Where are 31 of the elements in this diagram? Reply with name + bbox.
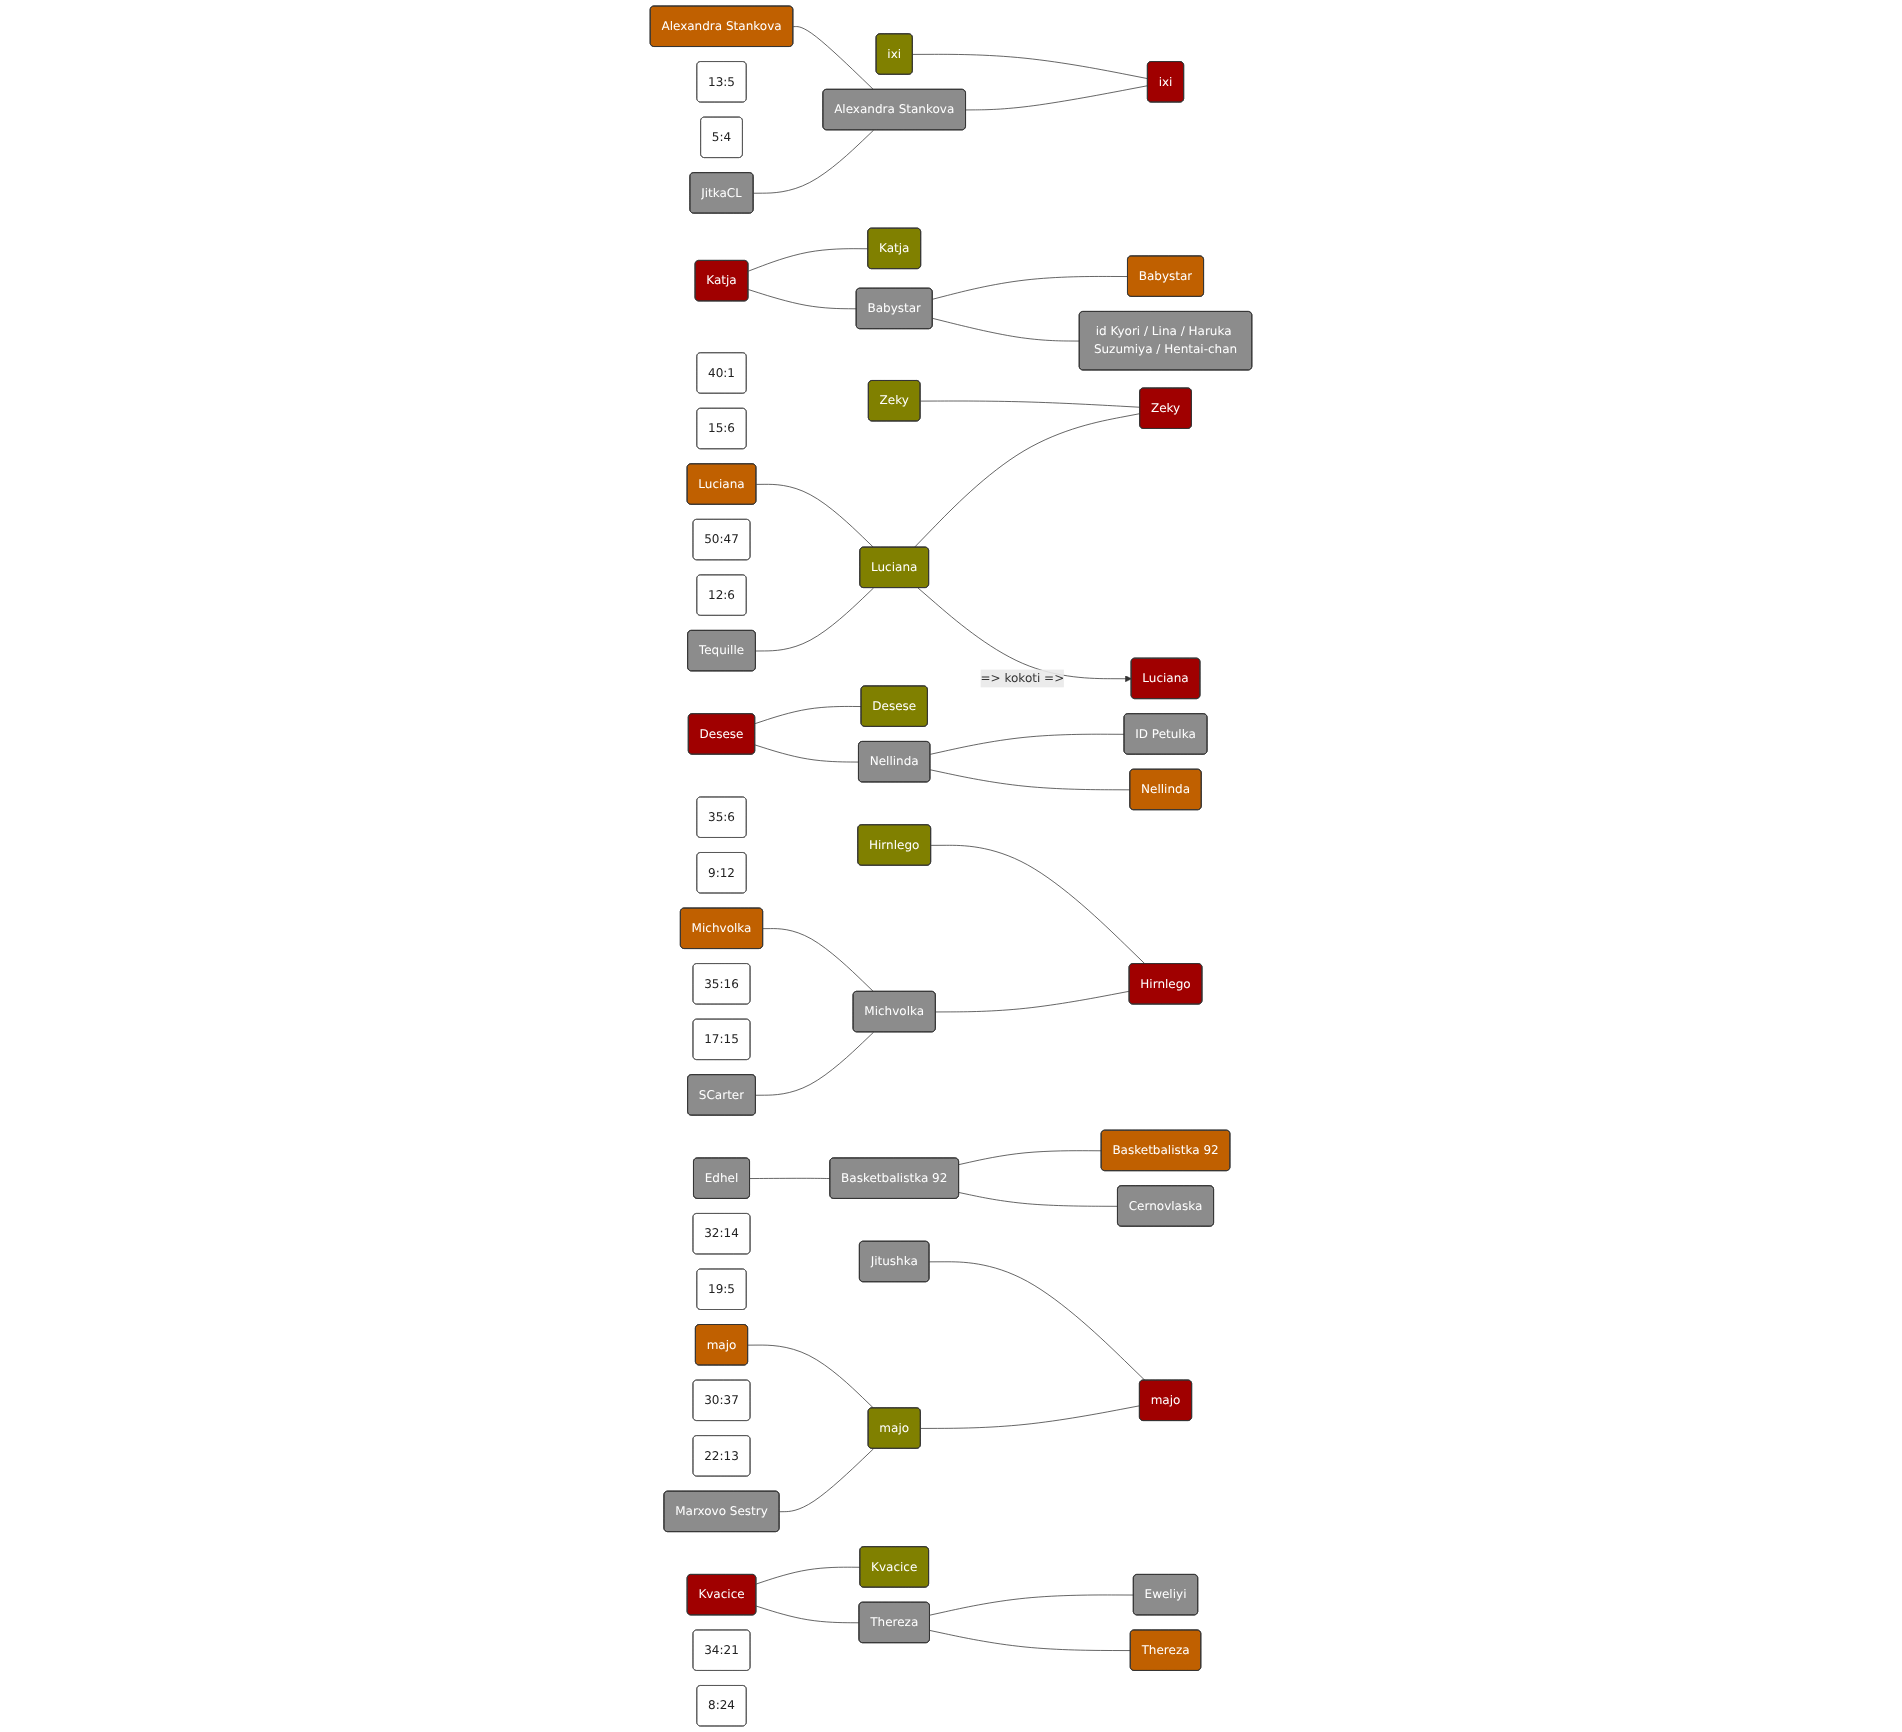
connector [912, 53, 1149, 80]
connector [920, 400, 1141, 408]
connector [754, 706, 862, 724]
connector [753, 129, 874, 194]
connector [748, 289, 857, 310]
connector [965, 85, 1149, 111]
connector [779, 1448, 874, 1513]
connector [754, 744, 860, 763]
connector [792, 26, 874, 91]
connector [747, 1344, 874, 1409]
connector [762, 928, 874, 993]
connector [958, 1192, 1119, 1207]
connector [748, 248, 869, 272]
connector [755, 1031, 874, 1096]
connector [929, 1630, 1131, 1651]
connector [929, 769, 1131, 791]
connector [930, 844, 1146, 965]
connector [749, 1177, 831, 1179]
connector [755, 1605, 860, 1624]
connector [755, 483, 874, 548]
connector [920, 1405, 1141, 1429]
connector [929, 1261, 1146, 1381]
connector [932, 318, 1080, 342]
connector [958, 1150, 1102, 1165]
connector [755, 587, 874, 652]
connector [929, 733, 1125, 755]
connector [914, 413, 1141, 548]
connector [932, 276, 1129, 300]
connector [935, 990, 1130, 1013]
connector [755, 1566, 861, 1585]
connector [929, 1594, 1135, 1616]
